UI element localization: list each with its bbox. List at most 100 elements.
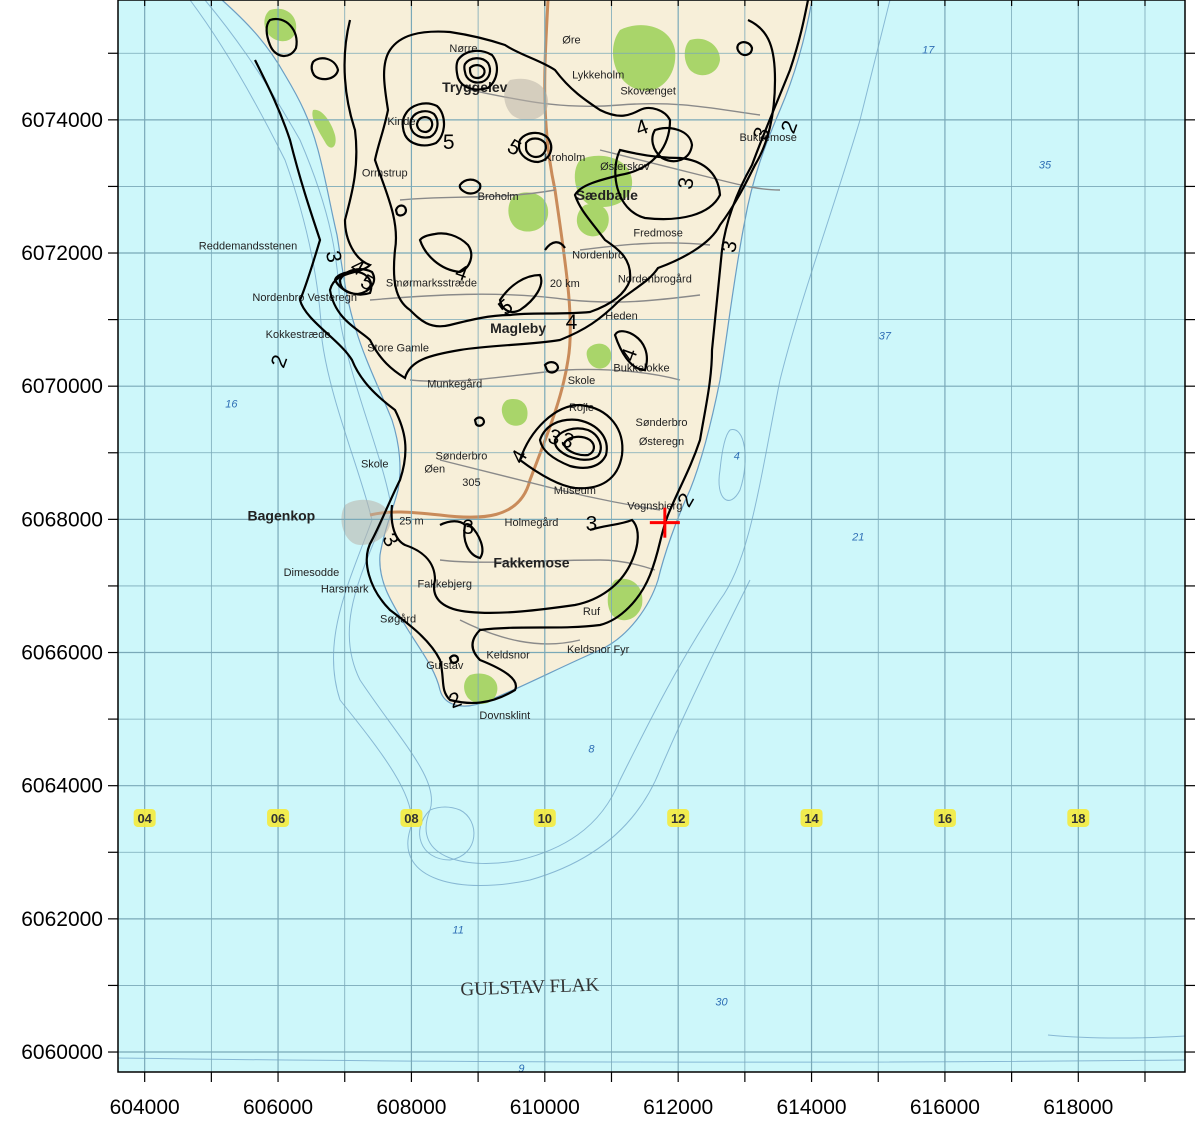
place-name: Heden (605, 311, 637, 323)
main-road (369, 0, 572, 519)
forest-patch (586, 343, 612, 369)
y-tick-label: 6064000 (21, 775, 103, 798)
isoline-5 (498, 273, 543, 314)
svg-text:10: 10 (538, 811, 552, 826)
grid-badge: 14 (800, 808, 823, 827)
place-name: Fredmose (633, 227, 683, 239)
svg-text:3: 3 (321, 249, 346, 265)
forest-patch (312, 109, 336, 148)
place-name: 305 (462, 477, 480, 489)
forest-patch (607, 578, 643, 621)
plot-frame (117, 0, 1186, 1073)
place-name: Keldsnor (486, 650, 530, 662)
isoline-label: 2 (446, 688, 465, 714)
place-name: Bagenkop (248, 508, 316, 524)
place-name: Øre (562, 34, 580, 46)
svg-text:3: 3 (717, 239, 742, 255)
isoline-4 (651, 127, 694, 163)
place-name: Magleby (490, 320, 546, 336)
place-name: Ormstrup (362, 167, 408, 179)
place-name: 25 m (399, 516, 423, 528)
place-name: Nordenbro (572, 249, 624, 261)
depth-number: 21 (851, 532, 864, 544)
depth-number: 35 (1039, 159, 1052, 171)
svg-text:12: 12 (671, 811, 685, 826)
svg-text:4: 4 (566, 311, 578, 334)
isoline-label: 5 (357, 270, 379, 296)
isoline-label: 4 (566, 311, 578, 334)
forest-patches (264, 8, 720, 704)
isoline-label: 3 (377, 529, 403, 551)
isoline-label: 5 (443, 131, 455, 154)
svg-text:5: 5 (443, 131, 455, 154)
place-name: Keldsnor Fyr (567, 644, 630, 656)
road (399, 189, 556, 201)
isoline-5 (401, 102, 446, 147)
forest-patch (464, 673, 498, 704)
y-tick-label: 6074000 (21, 109, 103, 132)
place-name: Gulstav (426, 660, 464, 672)
road (439, 559, 656, 571)
depth-line (718, 429, 746, 501)
place-name: Munkegård (427, 379, 482, 391)
isoline-small (394, 204, 408, 217)
depth-number: 37 (879, 331, 892, 343)
depth-number: 9 (518, 1063, 524, 1075)
isoline-label: 4 (452, 260, 471, 286)
place-name: Holmegård (505, 517, 559, 529)
isoline-5 (468, 64, 486, 80)
isoline-label: 3 (545, 425, 564, 451)
road (459, 619, 581, 645)
place-name: Smørmarksstræde (386, 277, 477, 289)
depth-line (118, 1057, 1185, 1063)
x-tick-label: 604000 (110, 1096, 180, 1119)
isoline-small (310, 57, 340, 81)
isoline-label: 3 (321, 249, 346, 265)
depth-number: 17 (922, 44, 935, 56)
isoline-3 (439, 520, 466, 526)
sea-name-label: GULSTAV FLAK (460, 975, 600, 1001)
place-name: Sønderbro (636, 417, 688, 429)
forest-patch (684, 38, 720, 76)
isoline-3 (544, 241, 566, 251)
place-name: Nordenbrogård (618, 273, 692, 285)
isoline-small (736, 41, 754, 57)
svg-text:14: 14 (804, 811, 819, 826)
location-marker (649, 507, 680, 538)
isoline-small (265, 17, 298, 57)
built-up-areas (341, 78, 549, 545)
place-name: Bukkemose (739, 132, 796, 144)
svg-text:04: 04 (137, 811, 152, 826)
place-name: Kroholm (544, 152, 585, 164)
place-name: Dovnsklint (479, 710, 530, 722)
isoline-small (458, 178, 482, 195)
axis-ticks (108, 0, 1195, 1082)
isoline-3 (390, 504, 639, 614)
isoline-4 (518, 403, 624, 490)
isoline-3 (614, 148, 722, 221)
isoline-label: 2 (777, 118, 803, 137)
svg-text:3: 3 (586, 513, 598, 536)
road (409, 368, 681, 383)
x-tick-label: 608000 (376, 1096, 446, 1119)
place-name: Nørre (449, 43, 477, 55)
forest-patch (501, 398, 528, 426)
grid-badge: 10 (533, 808, 556, 827)
isoline-3 (328, 18, 777, 380)
place-name: Skole (361, 458, 389, 470)
forest-patch (612, 25, 676, 91)
isoline-5 (517, 131, 553, 164)
place-name: Broholm (478, 191, 519, 203)
isoline-label: 3 (749, 124, 775, 143)
isoline-4 (418, 232, 473, 274)
depth-number: 4 (734, 450, 740, 462)
y-tick-label: 6062000 (21, 908, 103, 931)
y-tick-label: 6072000 (21, 242, 103, 265)
isoline-label: 2 (673, 489, 699, 511)
place-name: Kinde (387, 116, 415, 128)
grid-badge: 18 (1067, 808, 1090, 827)
isoline-label: 3 (674, 176, 699, 192)
isoline-label: 3 (558, 428, 577, 454)
x-tick-label: 610000 (510, 1096, 580, 1119)
